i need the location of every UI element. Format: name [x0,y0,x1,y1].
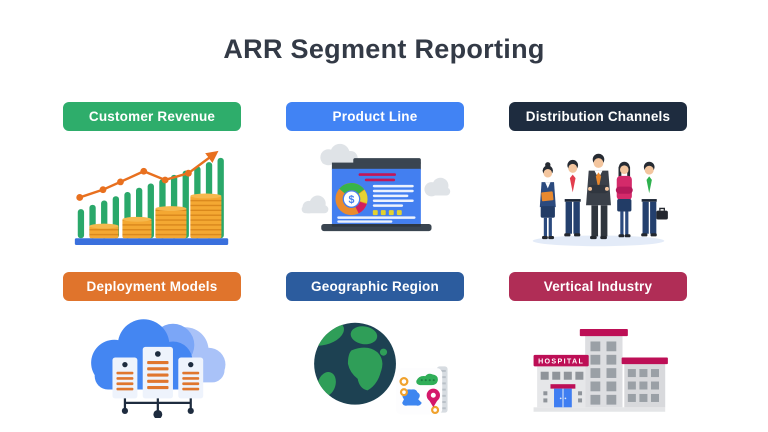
distribution-channels-banner[interactable]: Distribution Channels [509,102,687,131]
geographic-region-banner[interactable]: Geographic Region [286,272,464,301]
section-distribution-channels: Distribution Channels [487,102,710,248]
laptop-dashboard-icon: $ [301,143,450,232]
section-vertical-industry: Vertical Industry H [487,272,710,418]
business-team-icon [532,153,668,247]
growth-chart-coins-icon [74,150,228,245]
hospital-building-icon: HOSPITAL [533,329,668,412]
dashboard-dollar-symbol: $ [348,194,354,206]
customer-revenue-banner[interactable]: Customer Revenue [63,102,241,131]
person-man-red-tie [563,159,581,237]
product-line-banner[interactable]: Product Line [286,102,464,131]
cloud-servers-icon [90,319,225,418]
person-woman-magenta [615,161,633,238]
person-man-green-tie [640,161,668,237]
section-customer-revenue: Customer Revenue [41,102,264,248]
person-woman-folder [539,162,556,240]
section-deployment-models: Deployment Models [41,272,264,418]
section-geographic-region: Geographic Region [264,272,487,418]
section-product-line: Product Line $ [264,102,487,248]
page-title: ARR Segment Reporting [223,34,545,64]
vertical-industry-banner[interactable]: Vertical Industry [509,272,687,301]
deployment-models-banner[interactable]: Deployment Models [63,272,241,301]
globe-map-icon [313,322,448,415]
person-man-suit-center [585,153,611,240]
hospital-sign-text: HOSPITAL [538,357,584,365]
segment-grid: Customer Revenue [0,102,759,418]
